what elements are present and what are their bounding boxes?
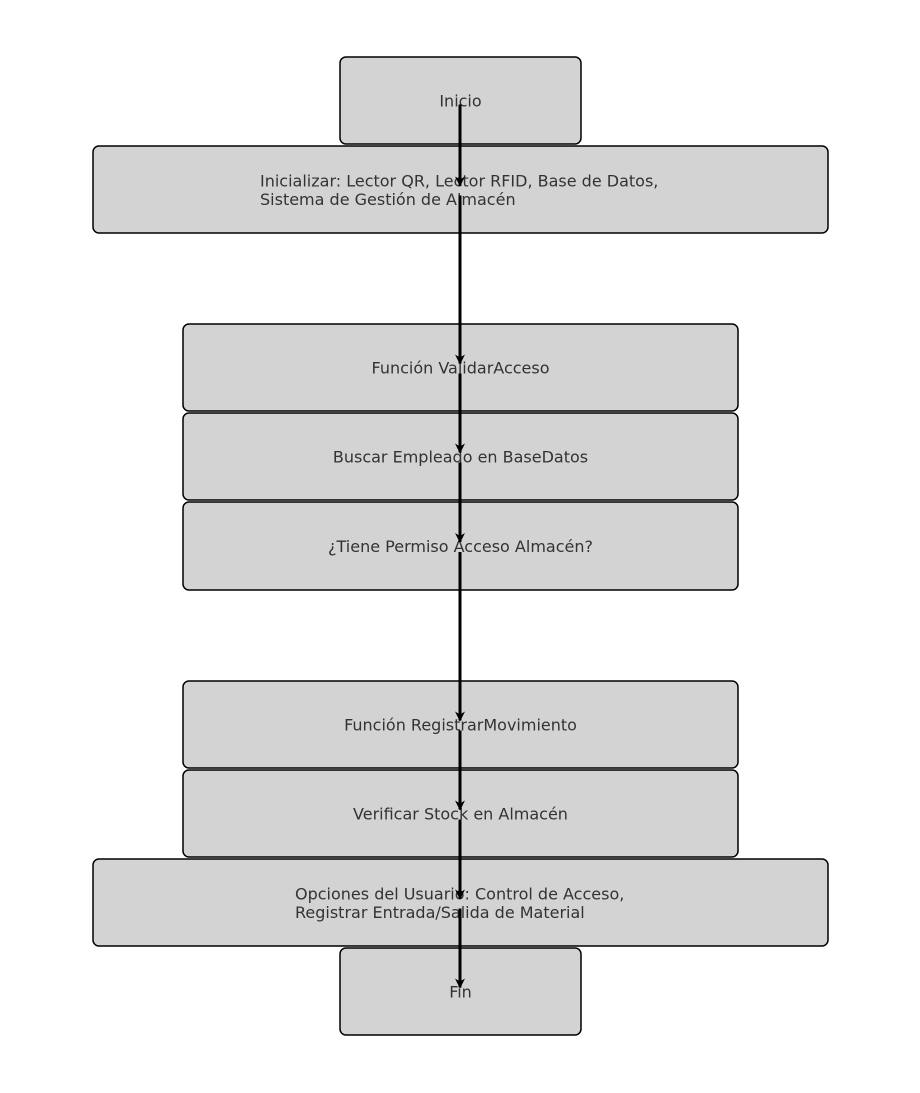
node-label-tiene-permiso: ¿Tiene Permiso Acceso Almacén?	[328, 537, 593, 556]
node-inicio: Inicio	[339, 56, 582, 145]
node-label-line: Inicio	[439, 92, 481, 111]
node-label-line: Buscar Empleado en BaseDatos	[333, 448, 588, 467]
node-label-line: Función RegistrarMovimiento	[344, 716, 577, 735]
node-label-line: Función ValidarAcceso	[371, 359, 549, 378]
node-label-fin: Fin	[449, 983, 472, 1002]
node-label-validar-acceso: Función ValidarAcceso	[371, 359, 549, 378]
node-opciones-usuario: Opciones del Usuario: Control de Acceso,…	[92, 858, 829, 947]
node-label-inicio: Inicio	[439, 92, 481, 111]
node-label-buscar-empleado: Buscar Empleado en BaseDatos	[333, 448, 588, 467]
node-fin: Fin	[339, 947, 582, 1036]
node-registrar-movimiento: Función RegistrarMovimiento	[182, 680, 739, 769]
node-label-line: Registrar Entrada/Salida de Material	[295, 903, 585, 922]
node-label-line: ¿Tiene Permiso Acceso Almacén?	[328, 537, 593, 556]
node-label-registrar-movimiento: Función RegistrarMovimiento	[344, 716, 577, 735]
node-label-line: Sistema de Gestión de Almacén	[260, 190, 516, 209]
node-inicializar: Inicializar: Lector QR, Lector RFID, Bas…	[92, 145, 829, 234]
node-label-line: Verificar Stock en Almacén	[353, 805, 568, 824]
node-label-verificar-stock: Verificar Stock en Almacén	[353, 805, 568, 824]
node-label-line: Fin	[449, 983, 472, 1002]
